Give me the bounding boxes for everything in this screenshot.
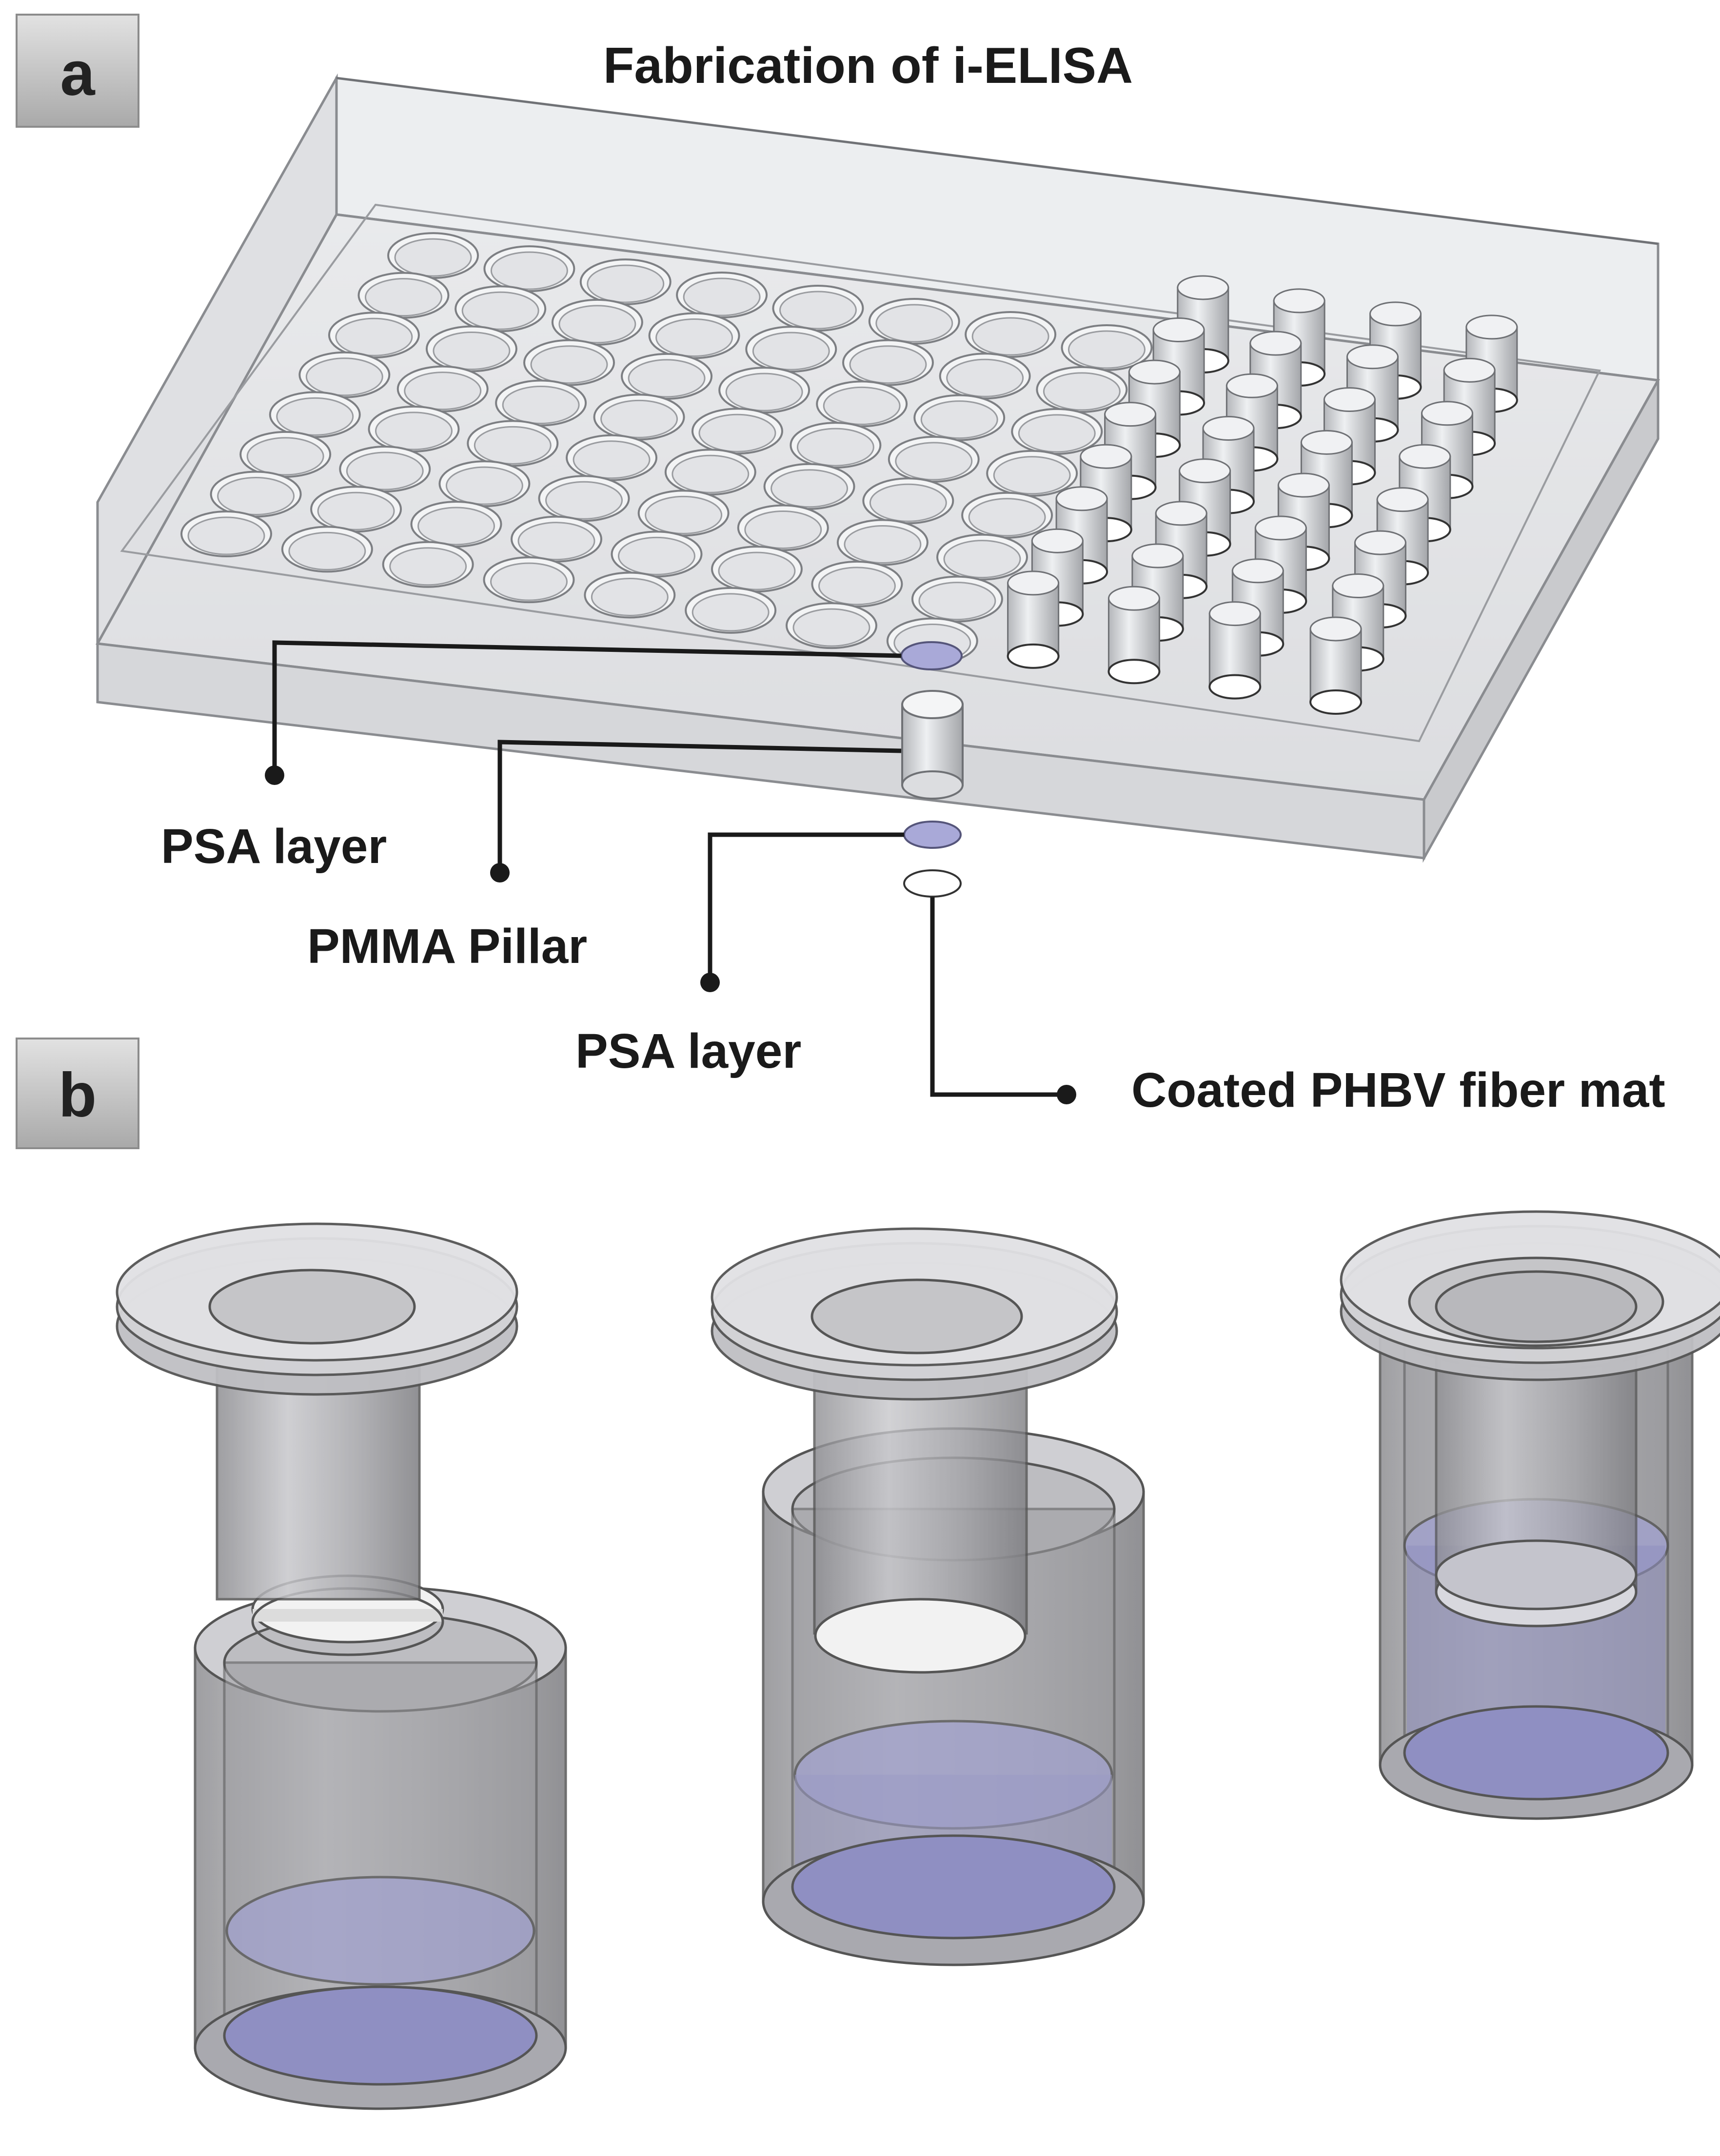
leader-fiber-mat [930, 897, 1067, 1097]
leader-pmma [497, 740, 902, 873]
well [425, 325, 517, 372]
pmma-pillar [1007, 570, 1060, 669]
well [210, 470, 302, 518]
well [523, 339, 615, 386]
well [382, 541, 474, 588]
well [811, 560, 903, 608]
well [763, 463, 855, 510]
pmma-pillar [1107, 586, 1161, 685]
well [637, 490, 730, 537]
well [676, 272, 768, 319]
well [691, 408, 783, 455]
well [467, 420, 559, 467]
well [868, 298, 960, 345]
leader-lines [265, 640, 1076, 1104]
well [648, 312, 740, 359]
well [566, 434, 658, 481]
well [772, 285, 864, 332]
well [737, 504, 829, 551]
well [745, 326, 837, 373]
well [685, 587, 777, 634]
well [936, 533, 1028, 581]
microplate-wells [180, 232, 1153, 665]
well [816, 380, 908, 428]
well [790, 422, 882, 469]
well [387, 232, 479, 279]
well [483, 556, 575, 604]
panel-a-title: Fabrication of i-ELISA [603, 38, 1133, 94]
panel-a: a Fabrication of i-ELISA [16, 14, 1665, 1117]
well [1036, 366, 1128, 413]
label-psa-layer-bottom: PSA layer [575, 1024, 801, 1078]
well [298, 351, 391, 398]
panel-b: b [16, 1038, 1720, 2110]
pmma-pillar [1309, 616, 1363, 715]
well [1011, 408, 1103, 455]
well [913, 394, 1006, 441]
well [410, 500, 502, 548]
coated-fiber-mat-disc [903, 869, 962, 898]
well [180, 510, 273, 558]
well [281, 526, 373, 573]
well [939, 353, 1031, 400]
well [1061, 324, 1153, 371]
well [357, 272, 450, 319]
well [538, 475, 630, 522]
label-coated-fiber-mat: Coated PHBV fiber mat [1131, 1063, 1665, 1117]
psa-layer-top-disc [900, 641, 963, 670]
panel-a-badge: a [16, 14, 139, 128]
well [495, 379, 587, 427]
exploded-pillar-stack [900, 641, 964, 898]
well [584, 571, 676, 619]
well [986, 450, 1078, 497]
well [862, 477, 954, 525]
pmma-pillar [1208, 601, 1262, 700]
well [511, 515, 603, 563]
leader-psa-top [272, 640, 902, 775]
pmma-pillar-array [1007, 275, 1518, 715]
well [438, 460, 531, 508]
well [368, 405, 460, 452]
well [911, 575, 1003, 623]
well [888, 435, 980, 483]
well-liquid-1 [225, 1876, 535, 1986]
fiber-mat-2 [814, 1598, 1027, 1674]
well [483, 245, 575, 293]
psa-layer-bottom-disc [903, 821, 962, 849]
leader-psa-bottom [708, 832, 904, 982]
well [621, 353, 713, 400]
panel-b-letter: b [59, 1060, 97, 1130]
well [711, 546, 803, 593]
well [611, 530, 703, 578]
assembly-inserted [1340, 1210, 1720, 1820]
panel-b-badge: b [16, 1038, 139, 1149]
assembly-separated [116, 1222, 567, 2110]
well [396, 365, 489, 412]
well [579, 258, 672, 306]
well [328, 312, 420, 359]
well [965, 311, 1057, 358]
well [718, 367, 811, 414]
label-pmma-pillar: PMMA Pillar [307, 919, 587, 974]
well [339, 446, 431, 493]
assembly-partial [711, 1227, 1145, 1966]
well [310, 486, 402, 533]
pmma-pillar-single [901, 690, 964, 800]
well [551, 298, 643, 346]
well [455, 285, 547, 333]
well [593, 393, 685, 441]
well [961, 491, 1053, 539]
well [664, 449, 756, 496]
well [836, 519, 929, 566]
well [842, 339, 934, 386]
well [239, 431, 332, 478]
panel-a-letter: a [60, 39, 95, 109]
well [269, 391, 361, 438]
label-psa-layer-top: PSA layer [161, 819, 387, 874]
well [785, 602, 877, 649]
